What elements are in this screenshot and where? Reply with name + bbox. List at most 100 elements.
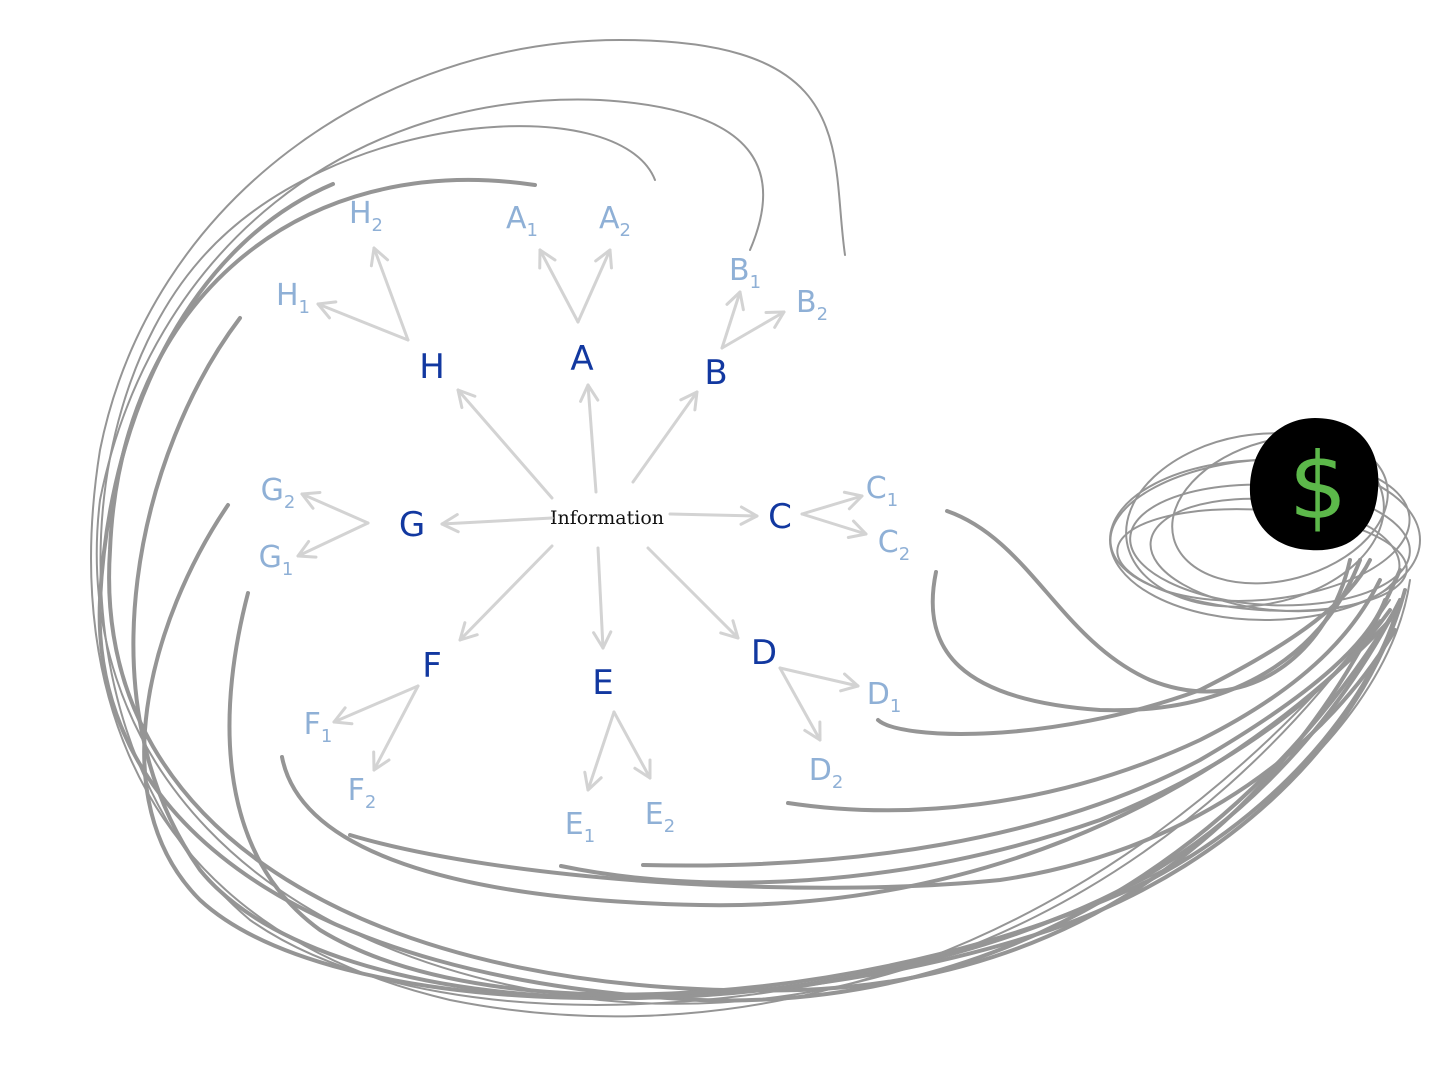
money-flow-line xyxy=(95,98,1391,1005)
scribble-around-coin xyxy=(1109,432,1421,621)
subnode-label-h1: H1 xyxy=(276,278,310,318)
money-flow-line xyxy=(559,608,1392,885)
subnode-subscript: 2 xyxy=(284,492,295,513)
arrowhead-icon xyxy=(725,290,745,312)
arrow-line xyxy=(372,246,410,342)
arrow-line xyxy=(596,546,605,650)
subnode-letter: H xyxy=(349,196,372,231)
arrow-line xyxy=(296,521,370,558)
subnode-subscript: 2 xyxy=(817,304,828,325)
subnode-subscript: 1 xyxy=(299,297,310,318)
arrowhead-icon xyxy=(803,720,822,742)
arrow-line xyxy=(778,666,860,688)
scribble-loop xyxy=(1125,432,1385,608)
arrowhead-icon xyxy=(456,388,477,410)
money-flow-line xyxy=(786,578,1382,813)
arrowhead-icon xyxy=(369,246,390,268)
arrow-to-a2 xyxy=(576,248,613,324)
arrow-to-g xyxy=(440,513,554,534)
subnode-letter: H xyxy=(276,278,299,313)
arrow-to-e1 xyxy=(583,710,616,792)
arrow-line xyxy=(800,512,868,536)
subnode-letter: F xyxy=(348,773,365,808)
arrow-line xyxy=(456,388,554,500)
arrow-line xyxy=(668,512,759,518)
arrowhead-icon xyxy=(592,630,613,650)
subnode-letter: C xyxy=(878,525,899,560)
arrowhead-icon xyxy=(594,248,613,270)
subnode-letter: G xyxy=(259,540,282,575)
arrow-to-b1 xyxy=(720,290,745,350)
arrow-to-e xyxy=(592,546,613,650)
arrow-to-h1 xyxy=(316,300,410,342)
money-flow-line xyxy=(280,618,1392,908)
dollar-icon: $ xyxy=(1289,433,1348,540)
node-label-h: H xyxy=(419,347,445,387)
money-flow-line xyxy=(90,38,1381,1018)
arrow-to-h2 xyxy=(369,246,410,342)
node-label-g: G xyxy=(399,505,425,545)
arrowhead-icon xyxy=(633,758,652,780)
subnode-subscript: 1 xyxy=(584,826,595,847)
subnode-label-e2: E2 xyxy=(645,797,675,837)
subnode-label-g1: G1 xyxy=(259,540,294,580)
subnode-subscript: 1 xyxy=(321,726,332,747)
arrow-line xyxy=(372,684,420,772)
subnode-letter: A xyxy=(506,201,527,236)
arrow-to-d2 xyxy=(778,666,822,742)
arrow-line xyxy=(586,710,616,792)
subnode-subscript: 2 xyxy=(832,772,843,793)
arrow-to-f xyxy=(458,544,554,642)
arrow-line xyxy=(440,516,554,526)
arrow-to-a xyxy=(579,383,600,494)
subnode-label-f2: F2 xyxy=(348,773,377,813)
subnode-label-e1: E1 xyxy=(565,807,595,847)
arrowhead-icon xyxy=(679,390,699,412)
arrowhead-icon xyxy=(440,513,460,534)
arrowhead-icon xyxy=(719,619,740,640)
arrowhead-icon xyxy=(538,248,557,270)
subnode-label-f1: F1 xyxy=(304,707,333,747)
arrow-line xyxy=(612,710,652,780)
arrow-line xyxy=(586,383,598,494)
arrow-to-g2 xyxy=(300,490,370,525)
node-label-d: D xyxy=(751,633,777,673)
subnode-subscript: 2 xyxy=(664,816,675,837)
subnode-label-a1: A1 xyxy=(506,201,538,241)
arrow-line xyxy=(800,494,864,516)
arrow-line xyxy=(576,248,612,324)
subnode-label-g2: G2 xyxy=(261,473,296,513)
subnode-letter: D xyxy=(809,753,832,788)
subnode-letter: D xyxy=(867,677,890,712)
arrow-to-c1 xyxy=(800,490,864,516)
subnode-letter: E xyxy=(645,797,664,832)
arrow-to-f1 xyxy=(332,684,420,726)
arrowhead-icon xyxy=(372,750,391,772)
arrowhead-icon xyxy=(839,672,860,693)
arrowhead-icon xyxy=(300,490,322,510)
arrow-to-g1 xyxy=(296,521,370,559)
arrow-to-c2 xyxy=(800,512,868,540)
arrow-to-a1 xyxy=(538,248,580,324)
subnode-subscript: 1 xyxy=(890,696,901,717)
subnode-letter: B xyxy=(796,285,817,320)
arrow-to-e2 xyxy=(612,710,652,780)
subnode-label-d1: D1 xyxy=(867,677,902,717)
subnode-subscript: 1 xyxy=(527,220,538,241)
node-a: AA1 A2 xyxy=(506,201,631,379)
subnode-label-a2: A2 xyxy=(599,201,631,241)
arrow-line xyxy=(316,302,410,342)
center-label-information: Information xyxy=(550,507,664,529)
arrowhead-icon xyxy=(739,505,759,526)
arrow-to-c xyxy=(668,505,759,526)
subnode-label-h2: H2 xyxy=(349,196,383,236)
subnode-subscript: 2 xyxy=(365,792,376,813)
subnode-subscript: 1 xyxy=(282,559,293,580)
